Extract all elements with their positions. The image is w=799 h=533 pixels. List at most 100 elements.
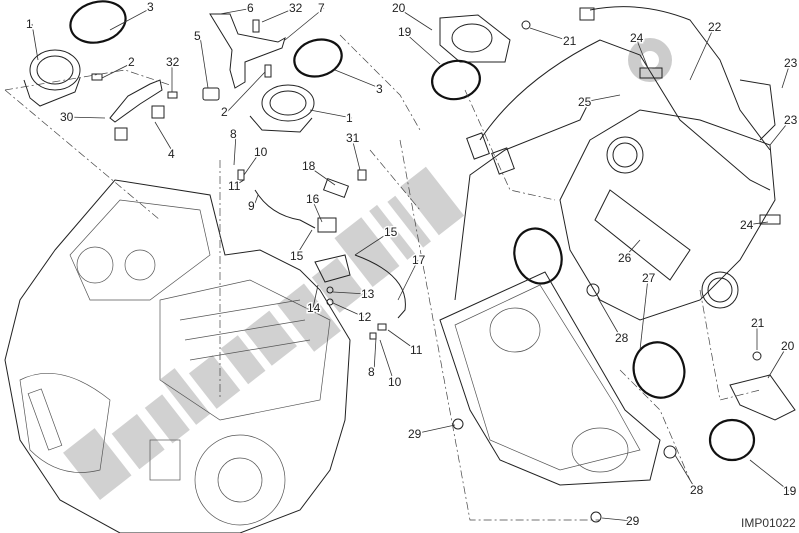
callout-28: 28	[674, 454, 705, 499]
callout-number: 24	[630, 31, 644, 45]
callout-23: 23	[781, 55, 799, 89]
callout-26: 26	[617, 239, 641, 267]
leader-line	[334, 69, 383, 90]
callout-number: 20	[781, 339, 795, 353]
leader-line	[397, 259, 419, 301]
leader-line	[233, 133, 237, 166]
callout-number: 24	[740, 218, 754, 232]
callout-number: 19	[398, 25, 412, 39]
leader-line	[101, 61, 135, 79]
leader-line	[749, 459, 790, 492]
leader-line	[674, 454, 697, 491]
leader-line	[387, 329, 417, 351]
callout-29: 29	[601, 513, 641, 530]
leader-line	[226, 71, 266, 113]
callout-32: 32	[165, 54, 181, 92]
callout-number: 11	[410, 343, 423, 357]
leader-line	[253, 194, 259, 207]
callout-10: 10	[379, 339, 403, 391]
callout-2: 2	[101, 54, 137, 79]
centerlines	[4, 34, 761, 521]
callout-27: 27	[639, 270, 657, 351]
callout-number: 31	[346, 131, 360, 145]
callout-1: 1	[25, 16, 39, 61]
intake-manifold-left	[23, 0, 178, 141]
leader-line	[219, 7, 254, 15]
callout-number: 26	[618, 251, 632, 265]
engine-logo-plate	[27, 388, 63, 451]
callout-7: 7	[284, 0, 327, 41]
callout-number: 29	[408, 427, 422, 441]
callout-13: 13	[332, 286, 376, 303]
callout-number: 1	[26, 17, 33, 31]
callout-18: 18	[301, 158, 336, 186]
callout-number: 10	[388, 375, 402, 389]
leader-line	[154, 121, 175, 155]
leader-line	[307, 165, 336, 186]
callout-number: 27	[642, 271, 656, 285]
callout-28: 28	[597, 297, 630, 347]
callout-19: 19	[749, 459, 798, 500]
callout-number: 6	[247, 1, 254, 15]
callout-24: 24	[629, 30, 649, 69]
callout-number: 2	[221, 105, 228, 119]
leader-line	[597, 297, 622, 339]
callout-3: 3	[109, 0, 156, 31]
leader-line	[373, 337, 377, 373]
callout-number: 28	[615, 331, 629, 345]
leader-line	[65, 116, 106, 119]
leader-line	[309, 109, 353, 119]
throttle-body	[454, 6, 781, 321]
callout-9: 9	[247, 194, 259, 215]
callout-14: 14	[306, 284, 322, 317]
leader-line	[199, 35, 209, 89]
callout-11: 11	[227, 178, 245, 195]
callout-6: 6	[219, 0, 256, 17]
leader-line	[689, 26, 715, 81]
callout-number: 11	[228, 179, 241, 193]
leader-line	[397, 7, 433, 31]
leader-line	[781, 62, 791, 89]
callout-22: 22	[689, 19, 723, 81]
leader-line	[635, 37, 649, 69]
callout-15: 15	[354, 224, 399, 256]
drawing-code: IMP01022	[741, 516, 796, 530]
callout-17: 17	[397, 252, 427, 301]
callout-24: 24	[739, 217, 769, 234]
callout-number: 7	[318, 1, 325, 15]
engine	[4, 179, 351, 533]
callout-32: 32	[261, 0, 304, 23]
leader-line	[413, 424, 456, 435]
callout-number: 20	[392, 1, 406, 15]
callout-number: 2	[128, 55, 135, 69]
callout-number: 1	[346, 111, 353, 125]
callout-23: 23	[769, 112, 799, 146]
callout-number: 17	[412, 253, 426, 267]
leader-line	[623, 239, 641, 259]
callout-number: 8	[230, 127, 237, 141]
callout-number: 10	[254, 145, 268, 159]
callout-15: 15	[289, 229, 313, 265]
callout-number: 28	[690, 483, 704, 497]
leader-line	[31, 23, 39, 61]
leader-line	[109, 6, 154, 31]
callout-number: 8	[368, 365, 375, 379]
callout-number: 25	[578, 95, 592, 109]
callout-10: 10	[243, 144, 269, 176]
callout-2: 2	[220, 71, 266, 121]
callout-number: 5	[194, 29, 201, 43]
callout-25: 25	[577, 94, 621, 111]
leader-line	[529, 27, 570, 42]
leader-line	[332, 302, 365, 318]
leader-line	[243, 151, 261, 176]
callout-11: 11	[387, 329, 424, 359]
leader-line	[601, 517, 633, 522]
callout-19: 19	[397, 24, 441, 65]
callout-5: 5	[193, 28, 209, 89]
callout-1: 1	[309, 109, 355, 127]
callout-29: 29	[407, 424, 456, 443]
callout-number: 14	[307, 301, 321, 315]
